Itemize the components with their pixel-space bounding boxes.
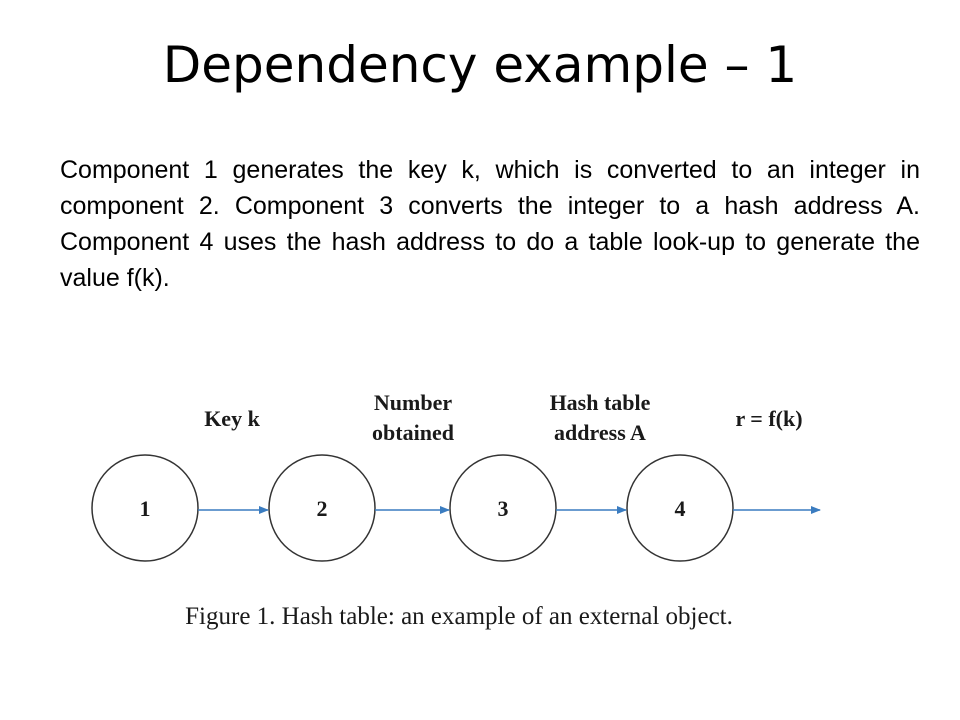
edge-label-hash-line2: address A [554,420,646,445]
edge-label-hash-line1: Hash table [550,390,651,415]
figure-caption: Figure 1. Hash table: an example of an e… [185,603,733,630]
node-2: 2 [268,454,376,562]
slide-body-text: Component 1 generates the key k, which i… [60,156,920,292]
edge-label-number-line1: Number [374,390,452,415]
edge-label-number-line2: obtained [372,420,454,445]
node-4: 4 [626,454,734,562]
node-3: 3 [449,454,557,562]
node-1-label: 1 [140,496,151,521]
node-3-label: 3 [498,496,509,521]
node-4-label: 4 [675,496,686,521]
edge-label-result: r = f(k) [735,406,802,431]
node-1: 1 [91,454,199,562]
edge-label-key: Key k [204,406,260,431]
slide-title: Dependency example – 1 [162,36,798,94]
node-2-label: 2 [317,496,328,521]
